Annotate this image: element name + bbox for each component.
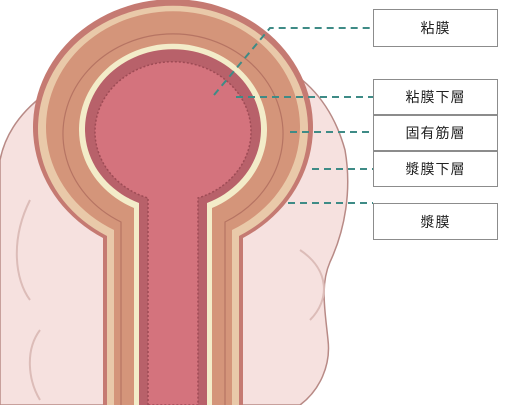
label-serosa: 漿膜: [373, 203, 498, 240]
label-subserosa: 漿膜下層: [373, 151, 498, 187]
label-submucosa: 粘膜下層: [373, 79, 498, 115]
label-mucosa: 粘膜: [373, 9, 498, 47]
label-muscularis-propria: 固有筋層: [373, 115, 498, 151]
